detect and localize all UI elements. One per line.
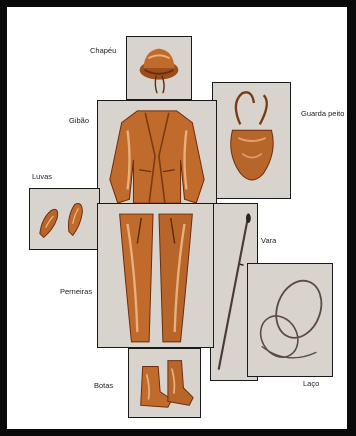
gloves-illustration xyxy=(30,189,99,249)
panel-guarda-peito xyxy=(212,82,291,199)
panel-perneiras xyxy=(97,203,214,348)
panel-laco xyxy=(247,263,333,377)
costume-diagram: Chapéu Gibão Guarda peito Luvas Vara Per… xyxy=(7,7,347,429)
panel-chapeu xyxy=(126,36,192,100)
hat-illustration xyxy=(127,37,191,99)
chest-guard-illustration xyxy=(213,83,290,198)
lasso-illustration xyxy=(248,264,332,376)
panel-luvas xyxy=(29,188,100,250)
label-luvas: Luvas xyxy=(32,172,52,181)
label-gibao: Gibão xyxy=(69,116,89,125)
jacket-illustration xyxy=(98,101,216,211)
label-vara: Vara xyxy=(261,236,276,245)
label-botas: Botas xyxy=(94,381,113,390)
panel-botas xyxy=(128,348,201,418)
label-perneiras: Perneiras xyxy=(60,287,92,296)
leggings-illustration xyxy=(98,204,213,347)
label-guarda-peito: Guarda peito xyxy=(301,109,344,118)
label-chapeu: Chapéu xyxy=(90,46,116,55)
panel-gibao xyxy=(97,100,217,212)
label-laco: Laço xyxy=(303,379,319,388)
boots-illustration xyxy=(129,349,200,417)
